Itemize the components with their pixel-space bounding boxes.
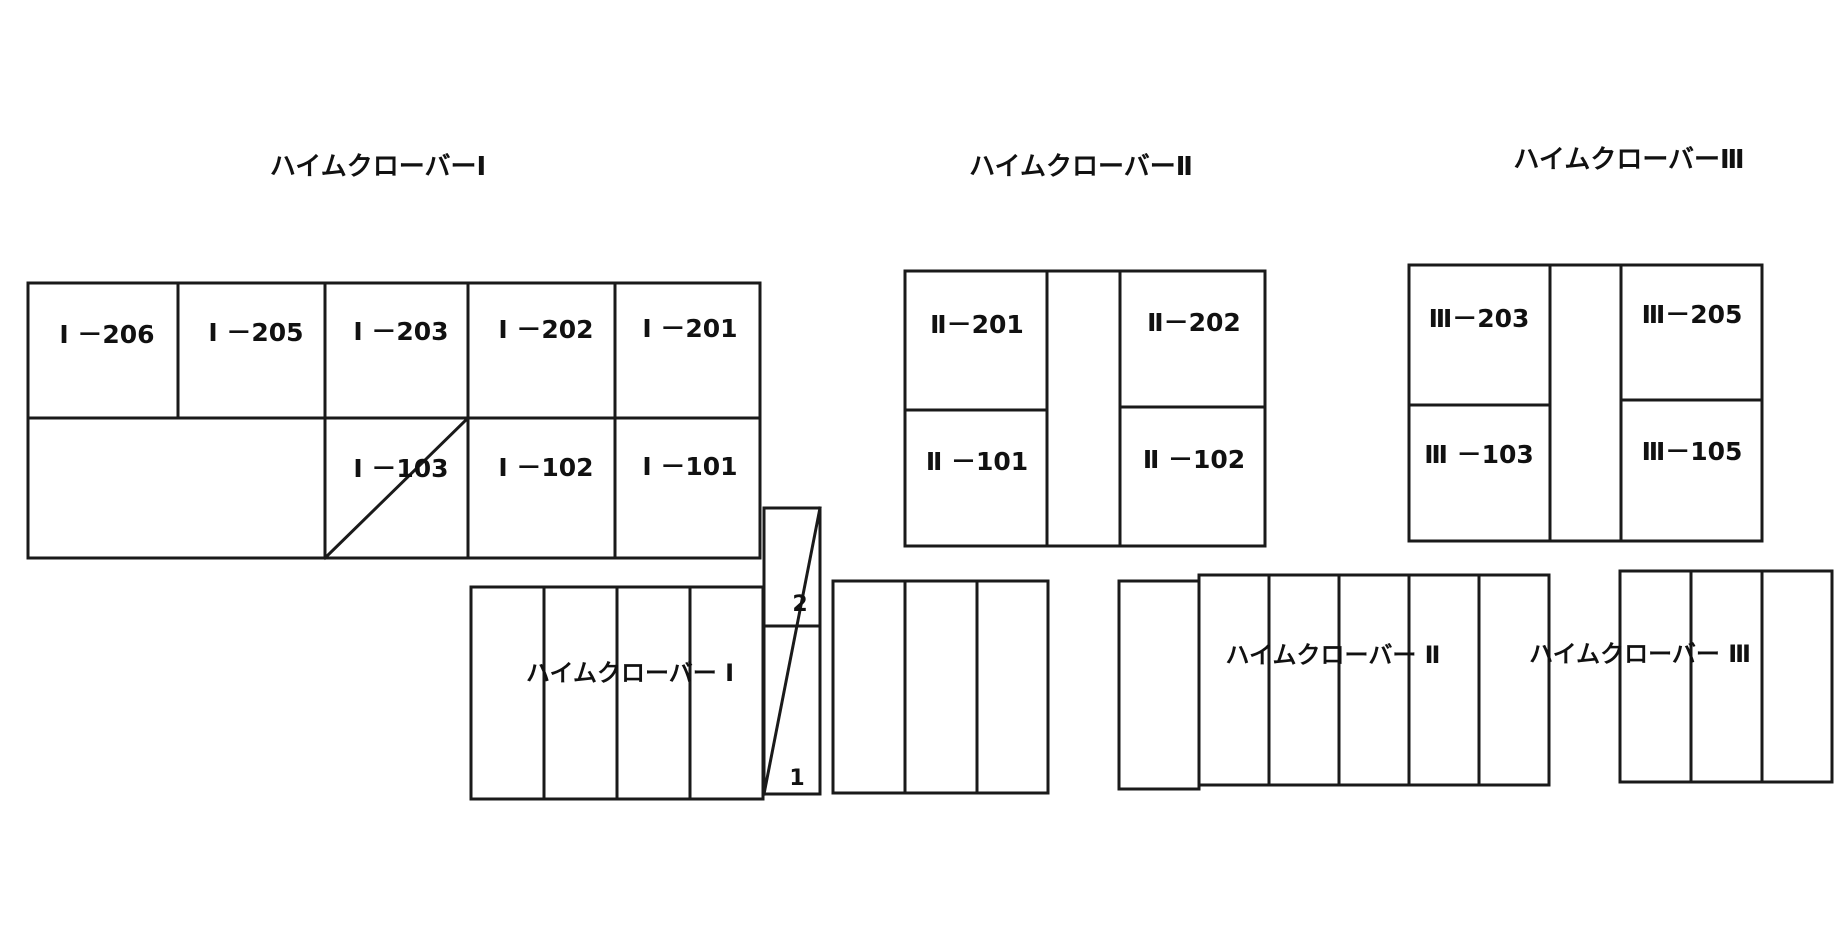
unit-label: Ⅲ－105 <box>1642 437 1743 466</box>
parking-3-label: ハイムクローバー Ⅲ <box>1529 640 1751 668</box>
unit-label: Ⅰ －203 <box>353 317 448 346</box>
parking-2-outline <box>1197 573 1551 787</box>
building-1-block <box>26 281 762 561</box>
building-2-block <box>903 269 1267 548</box>
building-3-outline <box>1407 263 1764 543</box>
building-1-outline <box>26 281 762 560</box>
extra-slots <box>762 506 822 796</box>
building-title-1: ハイムクローバーⅠ <box>270 152 486 182</box>
parking-3-outline <box>1618 569 1834 784</box>
unit-label: Ⅱ－202 <box>1147 308 1241 337</box>
unit-label: Ⅲ－205 <box>1642 300 1743 329</box>
parking-2 <box>1117 573 1551 791</box>
parking-1-label: ハイムクローバー Ⅰ <box>526 659 734 687</box>
slot-2-label: 2 <box>792 592 807 617</box>
unit-label: Ⅱ －102 <box>1143 445 1245 474</box>
parking-2-label: ハイムクローバー Ⅱ <box>1226 641 1441 669</box>
unit-label: Ⅰ －205 <box>208 318 303 347</box>
building-title-2: ハイムクローバーⅡ <box>969 152 1193 182</box>
parking-middle-outline <box>831 579 1050 795</box>
unit-label: Ⅰ －201 <box>642 314 737 343</box>
slot-1-outline <box>762 624 822 796</box>
parking-2-end-stall <box>1117 579 1201 791</box>
slot-1-label: 1 <box>789 766 804 791</box>
unit-label: Ⅰ －206 <box>59 320 154 349</box>
unit-label: Ⅱ －101 <box>926 447 1028 476</box>
parking-3 <box>1618 569 1834 784</box>
parking-middle <box>831 579 1050 795</box>
unit-label: Ⅲ －103 <box>1424 440 1534 469</box>
building-title-3: ハイムクローバーⅢ <box>1513 145 1744 175</box>
slot-diagonal <box>762 506 822 796</box>
unit-label: Ⅱ－201 <box>930 310 1024 339</box>
unit-103-diagonal <box>322 415 471 561</box>
unit-label: Ⅲ－203 <box>1429 304 1530 333</box>
parking-1 <box>469 585 765 801</box>
unit-label: Ⅰ －103 <box>353 454 448 483</box>
unit-label: Ⅰ －202 <box>498 315 593 344</box>
building-3-block <box>1407 263 1764 543</box>
unit-label: Ⅰ －102 <box>498 453 593 482</box>
unit-label: Ⅰ －101 <box>642 452 737 481</box>
